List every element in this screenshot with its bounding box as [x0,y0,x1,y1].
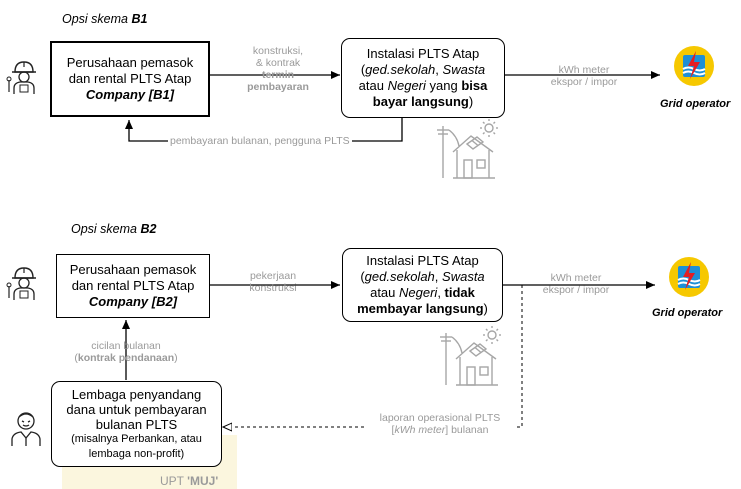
label-b1-contract-2: & kontrak [255,57,301,69]
label-b2-meter-2: ekspor / impor [542,284,610,296]
label-b1-contract-3: termin [261,69,295,81]
grid-operator-logo [674,46,714,86]
scheme1-title: Opsi skema B1 [62,12,147,26]
install-b1-line3: atau Negeri yang bisa [359,78,488,94]
company-b1-label-text: Company [ [85,87,154,102]
scheme2-title-code: B2 [140,222,157,236]
install-b2-line3: atau Negeri, tidak [370,285,475,301]
finance-line3: bulanan PLTS [95,416,178,432]
install-b2-line1: Instalasi PLTS Atap [366,253,479,268]
install-b1-ged: ged.sekolah [365,62,436,77]
label-b2-installment-2: (kontrak pendanaan) [74,352,178,364]
company-b2-label: Company [B2] [89,294,177,310]
install-b2-comma: , [434,269,443,284]
label-b1-meter: kWh meter ekspor / impor [536,64,632,88]
grid-operator-label-b1: Grid operator [660,98,730,110]
finance-line4: (misalnya Perbankan, atau [71,432,202,445]
label-b2-work-2: konstruksi [249,282,297,294]
install-b1-yang: yang [425,78,462,93]
company-b2-line2: dan rental PLTS Atap [71,278,195,293]
company-b2-label-text: Company [ [88,294,157,309]
install-b1-atau: atau [358,78,388,93]
company-b2-close: ] [172,294,178,309]
label-b2-work-1: pekerjaan [249,270,297,282]
grid-operator-label-b1-text: Grid operator [660,98,731,110]
company-box-b1: Perusahaan pemasok dan rental PLTS Atap … [50,41,210,117]
company-b1-code: B1 [153,87,170,102]
install-b2-line4: membayar langsung) [357,301,488,317]
install-b2-paren-close: ) [483,301,488,316]
grid-operator-logo [669,257,709,297]
install-b1-swasta: Swasta [442,62,486,77]
label-b2-installment-bold: kontrak pendanaan [77,352,175,364]
install-box-b2: Instalasi PLTS Atap (ged.sekolah, Swasta… [342,248,503,322]
install-box-b1: Instalasi PLTS Atap (ged.sekolah, Swasta… [341,38,505,118]
finance-line2: dana untuk pembayaran [66,401,207,417]
label-b1-contract: konstruksi, & kontrak termin pembayaran [233,45,323,93]
install-b2-atau: atau [370,285,400,300]
company-b1-close: ] [169,87,175,102]
watermark-name: 'MUJ' [187,474,219,488]
install-b1-comma: , [435,62,443,77]
label-b2-meter: kWh meter ekspor / impor [528,272,624,296]
company-b2-code: B2 [156,294,173,309]
finance-person-icon [11,412,41,446]
label-b2-meter-1: kWh meter [550,272,602,284]
scheme1-title-prefix: Opsi skema [62,12,132,26]
company-b1-line2: dan rental PLTS Atap [68,71,192,86]
install-b1-line4: bayar langsung) [373,94,473,110]
company-box-b2: Perusahaan pemasok dan rental PLTS Atap … [56,254,210,318]
label-b1-contract-1: konstruksi, [252,45,304,57]
label-b2-installment-1: cicilan bulanan [91,340,161,352]
install-b2-comma2: , [437,285,445,300]
install-b1-bisa: bisa [461,78,488,93]
label-b1-meter-1: kWh meter [558,64,610,76]
scheme2-title-prefix: Opsi skema [71,222,141,236]
house-solar-icon [440,326,501,386]
company-b1-label: Company [B1] [86,87,174,103]
label-b1-meter-2: ekspor / impor [550,76,618,88]
engineer-icon [6,267,36,300]
install-b2-membayar: membayar langsung [357,301,484,316]
label-b2-report-kwh: kWh meter [394,424,446,436]
finance-box: Lembaga penyandang dana untuk pembayaran… [51,381,222,467]
label-b2-installment: cicilan bulanan (kontrak pendanaan) [66,340,186,364]
install-b1-bayar: bayar langsung [372,94,469,109]
company-b1-line1: Perusahaan pemasok [66,55,194,70]
install-b1-line1: Instalasi PLTS Atap [366,46,480,61]
install-b2-swasta: Swasta [442,269,485,284]
label-b2-work: pekerjaan konstruksi [238,270,308,294]
watermark-prefix: UPT [160,474,188,488]
label-b1-payment: pembayaran bulanan, pengguna PLTS [168,135,352,147]
house-solar-icon [437,119,498,179]
install-b1-paren-close: ) [468,94,474,109]
grid-operator-label-b2-text: Grid operator [652,307,723,319]
finance-line1: Lembaga penyandang [71,386,202,402]
install-b2-paren-open: ( [360,269,365,284]
label-b1-contract-4: pembayaran [247,81,309,93]
grid-operator-label-b2: Grid operator [652,307,722,319]
install-b2-negeri: Negeri [399,285,438,300]
install-b2-ged: ged.sekolah [364,269,435,284]
install-b1-line2: (ged.sekolah, Swasta [361,62,485,78]
engineer-icon [6,61,36,94]
label-b1-payment-text: pembayaran bulanan, pengguna PLTS [170,135,350,147]
label-b2-report-2: [kWh meter] bulanan [391,424,489,436]
company-b2-line1: Perusahaan pemasok [69,262,197,277]
install-b2-line2: (ged.sekolah, Swasta [360,269,484,285]
install-b2-tidak: tidak [444,285,475,300]
watermark-text: UPT 'MUJ' [160,474,218,488]
scheme2-title: Opsi skema B2 [71,222,156,236]
label-b2-report-rest: bulanan [448,424,489,436]
scheme1-title-code: B1 [131,12,148,26]
label-b2-report: laporan operasional PLTS [kWh meter] bul… [365,412,515,436]
install-b1-paren-open: ( [360,62,366,77]
install-b1-negeri: Negeri [387,78,426,93]
label-b2-report-1: laporan operasional PLTS [379,412,501,424]
finance-line5: lembaga non-profit) [88,447,185,460]
